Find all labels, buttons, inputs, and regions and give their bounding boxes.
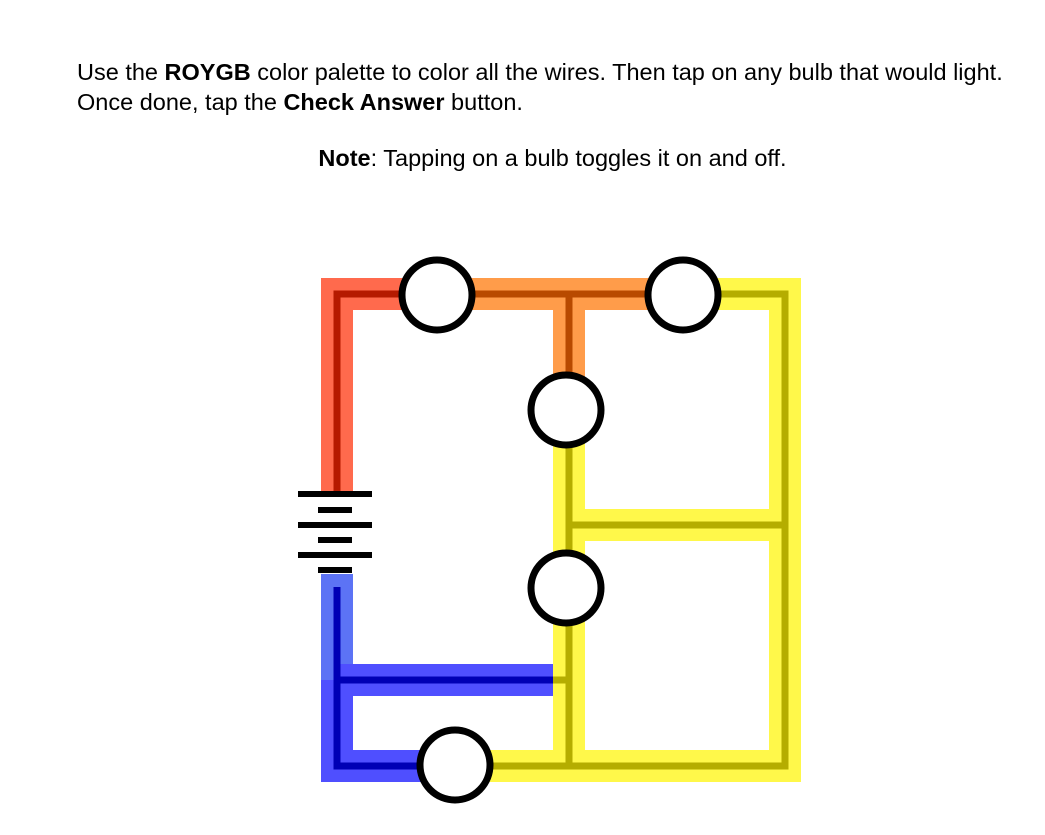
wire-red[interactable] [321, 278, 418, 492]
instructions-text: Use the ROYGB color palette to color all… [77, 59, 1003, 115]
wire-blue-core [333, 587, 553, 770]
bulb-1[interactable] [398, 256, 476, 334]
palette-name: ROYGB [164, 59, 251, 85]
note-text: Note: Tapping on a bulb toggles it on an… [318, 145, 787, 171]
wire-blue[interactable] [321, 574, 553, 782]
wire-red-band [321, 278, 418, 492]
check-answer-name: Check Answer [283, 89, 445, 115]
bulb-3[interactable] [527, 371, 605, 449]
bulb-4[interactable] [527, 549, 605, 627]
battery [298, 491, 372, 573]
note-label: Note [318, 145, 371, 171]
bulb-5[interactable] [416, 726, 494, 804]
bulb-2[interactable] [644, 256, 722, 334]
wire-red-core [333, 290, 418, 492]
